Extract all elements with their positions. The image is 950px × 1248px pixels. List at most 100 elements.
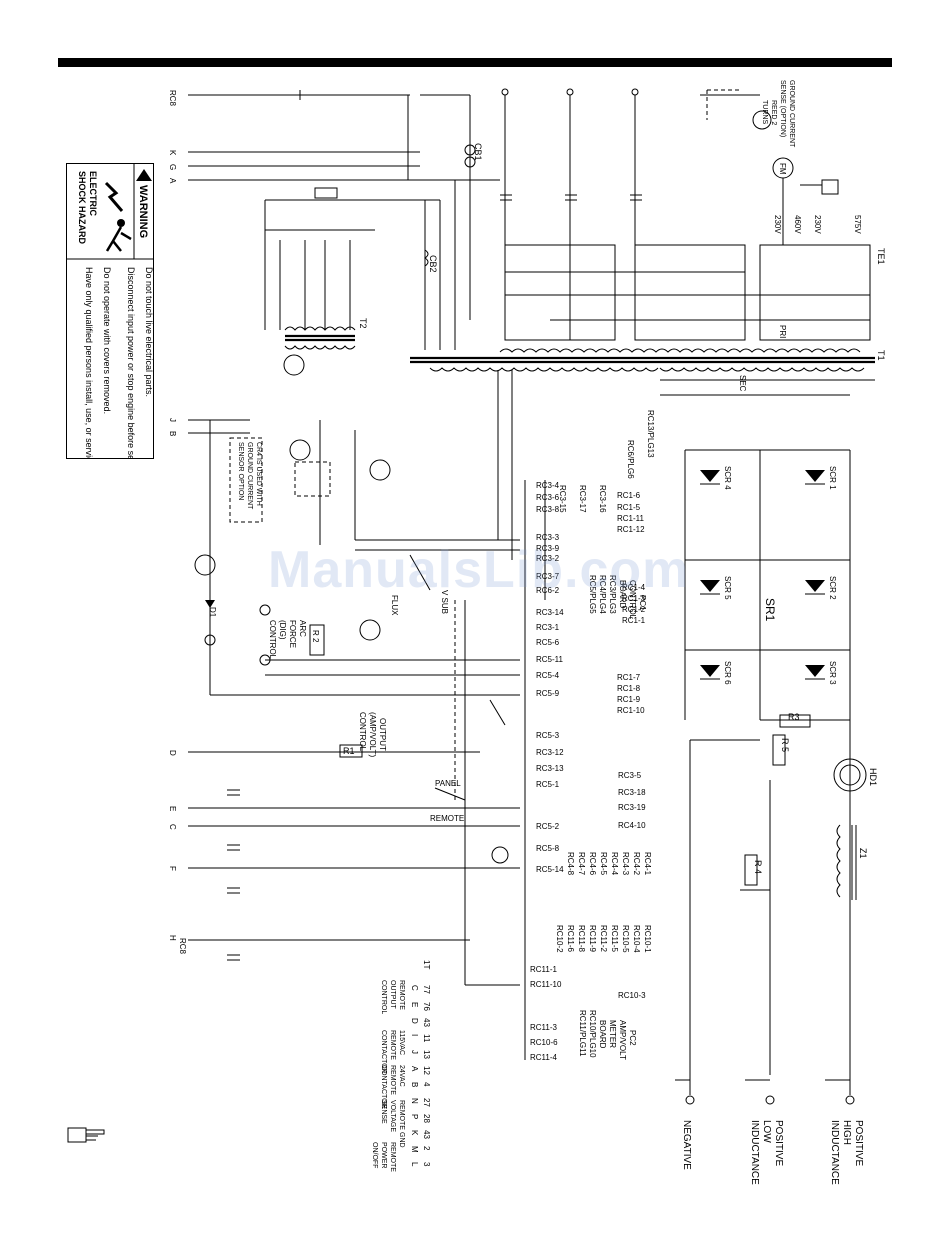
rc-label: RC3-17 <box>578 485 587 513</box>
label-230v-a: 230V <box>773 215 782 234</box>
terminal-rc8-bottom: RC8 <box>178 938 187 955</box>
rc-label: RC10-4 <box>632 925 641 953</box>
pin-letter: A <box>410 1066 419 1072</box>
remote-group-label: CONTACTOR <box>380 1030 387 1074</box>
label-fm: FM <box>778 163 787 175</box>
output-negative: NEGATIVE <box>681 1120 692 1170</box>
pin-number: 43 <box>422 1130 431 1139</box>
remote-table: 1T 77 76 43 11 13 12 4 27 28 43 2 3 C E … <box>371 960 431 1172</box>
rc-label: RC3-1 <box>536 623 560 632</box>
rc-top-labels: RC13/PLG13 RC6/PLG6 RC3-15 RC3-17 RC3-16 <box>558 410 655 513</box>
pin-number: 13 <box>422 1050 431 1059</box>
pin-letter: C <box>410 985 419 991</box>
output-positive-low-l1: POSITIVE <box>773 1120 784 1166</box>
remote-group-label: REMOTE <box>398 1100 405 1130</box>
label-230v-b: 230V <box>813 215 822 234</box>
label-t1: T1 <box>876 350 886 361</box>
rc-label: RC1-11 <box>617 514 645 523</box>
rc-label: RC4-8 <box>566 852 575 876</box>
rc-label: RC5-4 <box>536 671 560 680</box>
pc1-name: PC1 <box>638 595 647 611</box>
pin-letter: N <box>410 1098 419 1104</box>
remote-group-label: CONTACTOR <box>380 1065 387 1109</box>
pc1-line2: CONTROL <box>628 580 637 620</box>
pin-number: 3 <box>422 1162 431 1167</box>
rc-label: RC11-8 <box>577 925 586 953</box>
label-r2: R 2 <box>311 630 320 643</box>
rc-label: RC11-3 <box>530 1023 558 1032</box>
rc-label: RC10-3 <box>618 991 646 1000</box>
warning-bullet-4: Have only qualified persons install, use… <box>84 267 94 459</box>
rc-label: RC4-5 <box>599 852 608 876</box>
remote-group-label: CONTROL <box>380 980 387 1014</box>
terminal-j: J <box>168 418 177 422</box>
rc-label: RC3-16 <box>598 485 607 513</box>
fan-motor <box>752 110 839 245</box>
pin-number: 28 <box>422 1114 431 1123</box>
terminal-a: A <box>168 178 177 184</box>
rc-label: RC1-9 <box>617 695 641 704</box>
rc-label: RC3-4 <box>536 481 560 490</box>
warning-bullet-2: Disconnect input power or stop engine be… <box>126 267 136 459</box>
pin-number: 76 <box>422 1002 431 1011</box>
pin-number: 43 <box>422 1018 431 1027</box>
rc-label: RC5-2 <box>536 822 560 831</box>
rc-label: RC5-11 <box>536 655 564 664</box>
warning-label-graphic: WARNING ELECTRIC SHOCK HAZARD Do not tou… <box>66 163 154 503</box>
terminal-f: F <box>168 866 177 871</box>
central-harness <box>319 370 546 1060</box>
label-pri: PRI <box>778 325 787 338</box>
remote-group-label: ON/OFF <box>371 1142 378 1168</box>
pin-letter: P <box>410 1114 419 1119</box>
terminal-g: G <box>168 164 177 170</box>
label-sr1: SR1 <box>763 598 777 622</box>
arc-force-l3: (DIG) <box>278 620 287 640</box>
relays <box>194 354 509 864</box>
rc-label: RC10-6 <box>530 1038 558 1047</box>
pin-number: 27 <box>422 1098 431 1107</box>
left-capacitors <box>227 789 240 961</box>
label-scr4: SCR 4 <box>723 466 732 490</box>
rc-label: RC11-6 <box>566 925 575 953</box>
rc-label: RC1-4 <box>622 583 646 592</box>
label-scr5: SCR 5 <box>723 576 732 600</box>
remote-group-label: 115VAC <box>398 1030 405 1055</box>
gcs-l2: SENSE (OPTION) <box>779 80 786 137</box>
transformer-t1 <box>410 348 875 372</box>
rc-label: RC11-10 <box>530 980 562 989</box>
rc-label: RC13/PLG13 <box>646 410 655 458</box>
rc-label: RC3-3 <box>536 533 560 542</box>
pin-number: 4 <box>422 1082 431 1087</box>
output-positive-high-l1: POSITIVE <box>853 1120 864 1166</box>
rc-label: RC4-6 <box>588 852 597 876</box>
pin-letter: I <box>410 1034 419 1036</box>
label-scr3: SCR 3 <box>828 661 837 685</box>
rc-label: RC1-1 <box>622 616 646 625</box>
cr4-note-l3: SENSOR OPTION <box>237 442 244 500</box>
gcs-l1: GROUND CURRENT <box>788 80 795 148</box>
rc-label: RC1-8 <box>617 684 641 693</box>
rc-label: RC3-8 <box>536 505 560 514</box>
label-cb1: CB1 <box>473 143 483 161</box>
remote-group-label: REMOTE <box>398 980 405 1010</box>
output-positive-low-l2: LOW <box>761 1120 772 1143</box>
rc-label: RC4-4 <box>610 852 619 876</box>
remote-group-label: VOLTAGE <box>389 1100 396 1132</box>
warning-hazard-line1: ELECTRIC <box>88 171 98 217</box>
pin-letter: K <box>410 1130 419 1136</box>
rc-label: RC3-5 <box>618 771 642 780</box>
rc-label: RC3-7 <box>536 572 560 581</box>
rc-label: RC6/PLG6 <box>626 440 635 479</box>
pc2-name: PC2 <box>628 1030 637 1046</box>
rc-label: RC5-8 <box>536 844 560 853</box>
rc-label: RC1-10 <box>617 706 645 715</box>
switch-vsub: V SUB <box>440 590 449 614</box>
gcs-l4: TURNS <box>761 100 768 124</box>
pin-number: 12 <box>422 1066 431 1075</box>
rc-label: RC4-3 <box>621 852 630 876</box>
label-cb2: CB2 <box>428 255 438 273</box>
label-scr1: SCR 1 <box>828 466 837 490</box>
remote-group-label: SENSE <box>380 1100 387 1124</box>
warning-label: WARNING ELECTRIC SHOCK HAZARD Do not tou… <box>66 163 154 503</box>
